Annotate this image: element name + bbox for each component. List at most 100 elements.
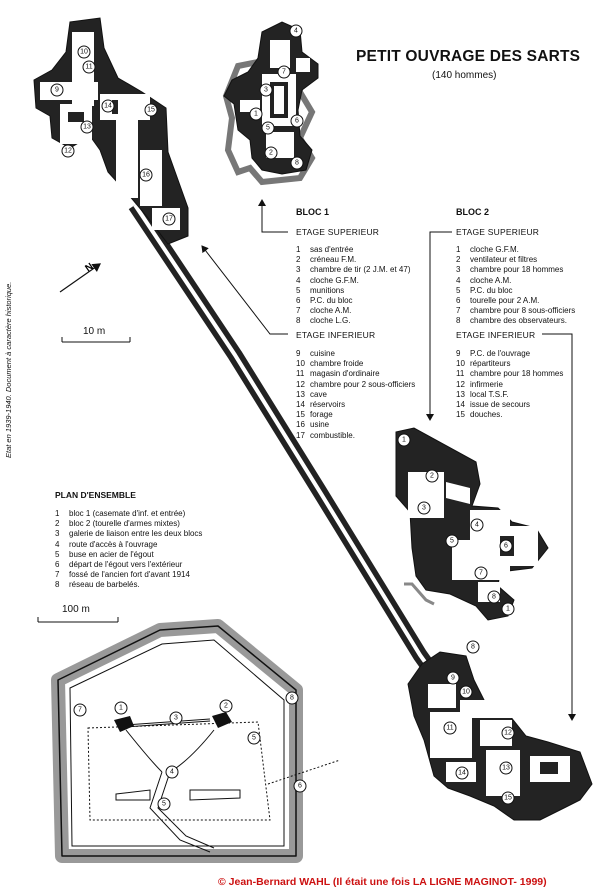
scale-small-label: 10 m (83, 326, 106, 337)
callout-b2u-6: 6 (504, 543, 508, 550)
legend-label: réservoirs (310, 400, 346, 410)
legend-number: 12 (296, 379, 305, 389)
plan-callout-3: 3 (174, 715, 178, 722)
legend-row: 13 cave (296, 390, 415, 400)
callout-b1u-3: 3 (264, 87, 268, 94)
legend-label: chambre froide (310, 359, 364, 369)
legend-number: 5 (55, 549, 60, 559)
legend-number: 5 (456, 285, 461, 295)
legend-number: 13 (296, 389, 305, 399)
legend-label: bloc 2 (tourelle d'armes mixtes) (69, 519, 180, 529)
legend-label: cloche G.F.M. (310, 275, 359, 285)
plan-callout-4: 4 (170, 769, 174, 776)
callout-b2u-7: 7 (479, 570, 483, 577)
legend-number: 6 (456, 296, 461, 306)
bloc1-lower-callouts: 10 11 9 14 15 13 12 16 17 (50, 45, 176, 226)
legend-number: 8 (296, 316, 301, 326)
callout-b2l-11: 11 (446, 725, 453, 732)
callout-b2u-5: 5 (450, 538, 454, 545)
legend-label: issue de secours (470, 400, 531, 410)
legend-number: 11 (296, 369, 305, 379)
legend-label: cloche A.M. (310, 306, 352, 316)
legend-number: 1 (55, 509, 60, 518)
legend-row: 14 réservoirs (296, 400, 415, 410)
callout-b1-10: 10 (80, 49, 88, 56)
legend-number: 9 (456, 349, 461, 358)
legend-label: cloche A.M. (470, 275, 512, 285)
legend-label: cave (310, 389, 327, 399)
callout-b2l-14: 14 (458, 770, 466, 777)
plan-callout-2: 2 (224, 703, 228, 710)
legend-row: 8 réseau de barbelés. (55, 580, 202, 590)
legend-label: P.C. de l'ouvrage (470, 349, 531, 358)
callout-b1-12: 12 (64, 148, 72, 155)
north-arrow: N (59, 261, 101, 293)
bloc2-lower-plan (407, 651, 593, 821)
bloc1-upper-callouts: 4 7 3 1 5 6 2 8 (249, 24, 304, 170)
plan-callout-6: 6 (298, 783, 302, 790)
scale-bar-large (37, 617, 119, 623)
scale-bar-small (61, 337, 131, 343)
legend-label: usine (310, 420, 330, 430)
legend-label: réseau de barbelés. (69, 580, 140, 590)
legend-label: forage (310, 410, 333, 420)
callout-b1u-8: 8 (295, 160, 299, 167)
callout-b1u-7: 7 (282, 69, 286, 76)
bloc2-upper-heading: ETAGE SUPERIEUR (456, 227, 540, 237)
bloc1-lower-plan (33, 17, 189, 245)
legend-label: chambre des observateurs. (470, 316, 567, 326)
legend-label: ventilateur et filtres (470, 255, 538, 265)
plan-callout-1: 1 (119, 705, 123, 712)
legend-label: combustible. (310, 430, 355, 440)
legend-number: 14 (296, 400, 305, 410)
legend-label: chambre de tir (2 J.M. et 47) (310, 265, 411, 275)
legend-number: 3 (55, 529, 60, 539)
plan-callout-5: 5 (252, 735, 256, 742)
copyright-line: © Jean-Bernard WAHL (Il était une fois L… (218, 876, 547, 888)
callout-b1u-1: 1 (254, 111, 258, 118)
callout-b2u-1b: 1 (506, 606, 510, 613)
legend-number: 8 (55, 580, 60, 590)
callout-b1-13: 13 (83, 124, 91, 131)
legend-number: 12 (456, 379, 465, 389)
legend-label: douches. (470, 410, 503, 420)
legend-label: chambre pour 2 sous-officiers (310, 379, 416, 389)
overall-plan: 1 2 3 4 5 6 7 8 5 (51, 619, 341, 863)
callout-b2u-1: 1 (402, 437, 406, 444)
plan-callout-8: 8 (290, 695, 294, 702)
legend-label: chambre pour 18 hommes (470, 265, 564, 275)
legend-number: 13 (456, 389, 465, 399)
legend-row: 12 chambre pour 2 sous-officiers (296, 380, 415, 390)
callout-b1u-4: 4 (294, 28, 298, 35)
legend-label: répartiteurs (470, 359, 511, 369)
bloc1-lower-heading: ETAGE INFERIEUR (296, 330, 376, 340)
legend-number: 17 (296, 430, 305, 440)
legend-number: 7 (456, 306, 461, 316)
callout-b1-9: 9 (55, 87, 59, 94)
